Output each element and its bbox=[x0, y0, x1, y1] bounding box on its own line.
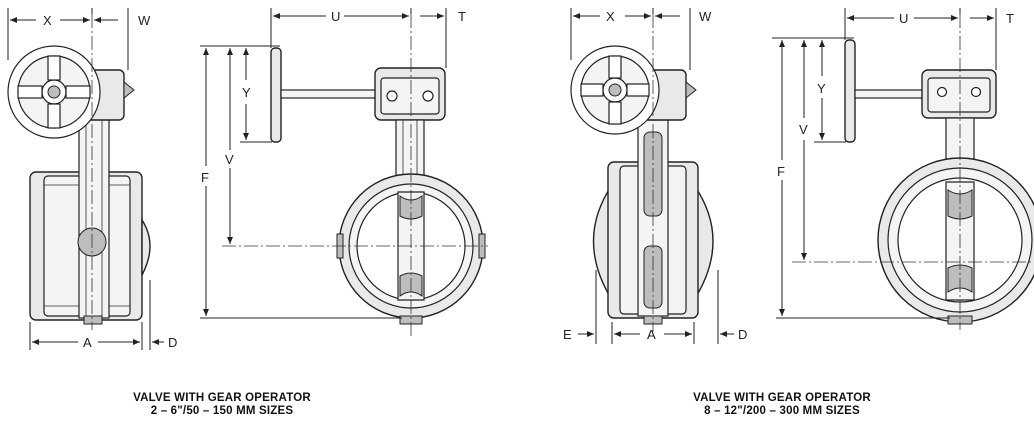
caption-large-line1: VALVE WITH GEAR OPERATOR bbox=[693, 392, 871, 404]
dim-label-w-left: W bbox=[138, 13, 151, 28]
dim-label-x-left: X bbox=[43, 13, 52, 28]
dim-label-u-right: U bbox=[899, 11, 908, 26]
large-valve-side-view bbox=[570, 14, 714, 332]
small-valve-side-view bbox=[7, 14, 151, 330]
dim-label-e-right: E bbox=[563, 327, 572, 342]
dim-label-u-left: U bbox=[331, 9, 340, 24]
small-valve-dimensions bbox=[7, 8, 447, 350]
dim-label-a-left: A bbox=[83, 335, 92, 350]
dim-label-t-left: T bbox=[458, 9, 466, 24]
small-valve-front-view bbox=[222, 14, 488, 338]
caption-small-valve: VALVE WITH GEAR OPERATOR 2 – 6"/50 – 150… bbox=[72, 392, 372, 418]
dim-label-y-right: Y bbox=[817, 81, 826, 96]
large-valve-front-view bbox=[792, 14, 1034, 330]
caption-small-line2: 2 – 6"/50 – 150 MM SIZES bbox=[150, 405, 294, 417]
dim-label-f-right: F bbox=[777, 164, 785, 179]
caption-large-line2: 8 – 12"/200 – 300 MM SIZES bbox=[704, 405, 860, 417]
dim-label-f-left: F bbox=[201, 170, 209, 185]
caption-large-valve: VALVE WITH GEAR OPERATOR 8 – 12"/200 – 3… bbox=[632, 392, 932, 418]
dim-label-d-right: D bbox=[738, 327, 747, 342]
large-valve-dimensions bbox=[570, 8, 997, 344]
dim-label-d-left: D bbox=[168, 335, 177, 350]
dim-label-v-right: V bbox=[799, 122, 808, 137]
dim-label-x-right: X bbox=[606, 9, 615, 24]
dimension-labels: X W U T Y V F A D X W U T Y V F E A D bbox=[43, 9, 1014, 350]
dim-label-v-left: V bbox=[225, 152, 234, 167]
caption-small-line1: VALVE WITH GEAR OPERATOR bbox=[133, 392, 311, 404]
dim-label-t-right: T bbox=[1006, 11, 1014, 26]
dim-label-a-right: A bbox=[647, 327, 656, 342]
dim-label-y-left: Y bbox=[242, 85, 251, 100]
dim-label-w-right: W bbox=[699, 9, 712, 24]
